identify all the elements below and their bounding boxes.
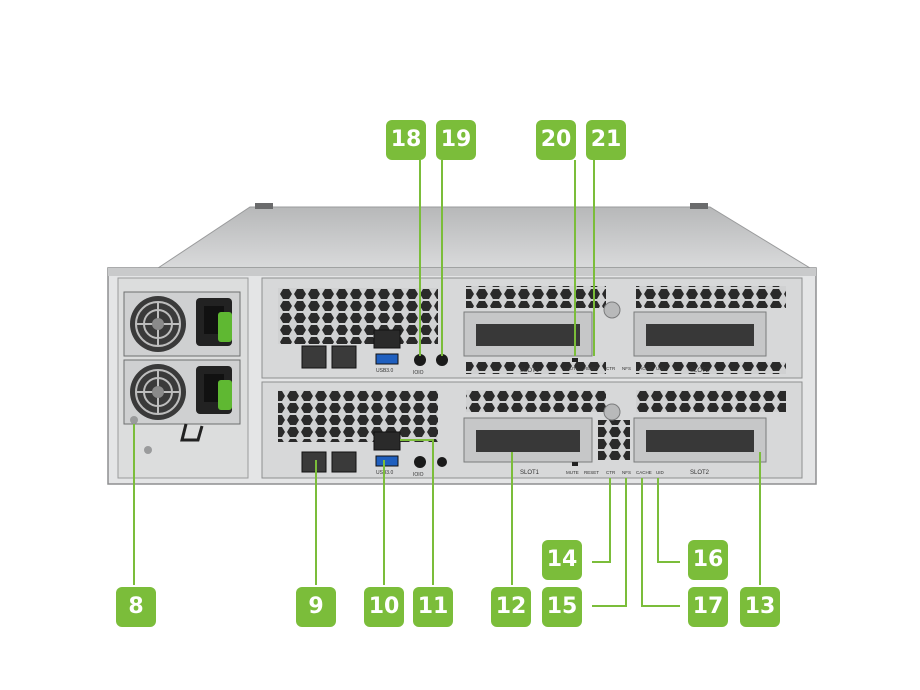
power-inlet-icon [196,298,232,346]
slot1-label: SLOT1 [520,368,540,374]
ctr-label: CTR [606,470,616,475]
callout-10: 10 [364,587,404,627]
reset-label: RESET [584,366,599,371]
callout-11: 11 [413,587,453,627]
callout-9: 9 [296,587,336,627]
power-inlet-icon [196,366,232,414]
slot2-label: SLOT2 [690,470,710,476]
usb-port-icon [375,353,399,365]
callout-20: 20 [536,120,576,160]
ioio-label: IOIO [413,472,424,478]
chassis-top [156,206,812,269]
psu-bay [117,277,249,479]
slot2-label: SLOT2 [690,368,710,374]
psu-unit-2 [123,359,241,442]
usb-port-icon [375,455,399,467]
callout-21: 21 [586,120,626,160]
ethernet-port-icon [373,431,401,451]
callout-16: 16 [688,540,728,580]
reset-label: RESET [584,470,599,475]
callout-18: 18 [386,120,426,160]
sfp-port-icon [301,345,327,369]
nfs-label: NFS [622,470,631,475]
fan-icon [130,296,186,352]
sfp-port-icon [301,451,327,473]
callout-19: 19 [436,120,476,160]
callout-14: 14 [542,540,582,580]
cache-label: CACHE [636,366,652,371]
callout-15: 15 [542,587,582,627]
ctr-label: CTR [606,366,616,371]
uid-label: UID [656,470,665,475]
cache-label: CACHE [636,470,652,475]
sfp-port-icon [331,451,357,473]
ioio-label: IOIO [413,370,424,376]
nfs-label: NFS [622,366,631,371]
controller-module-upper: USB3.0 IOIO SLOT1 SLOT2 MUTE RESET CTR N… [261,277,803,379]
ethernet-port-icon [373,329,401,349]
fan-icon [130,364,186,420]
slot1-label: SLOT1 [520,470,540,476]
usb-label: USB3.0 [376,368,393,374]
mute-label: MUTE [566,366,579,371]
callout-8: 8 [116,587,156,627]
callout-13: 13 [740,587,780,627]
mute-label: MUTE [566,470,579,475]
sfp-port-icon [331,345,357,369]
psu-unit-1 [123,291,241,357]
leader-lines [133,160,761,607]
callout-12: 12 [491,587,531,627]
uid-label: UID [656,366,665,371]
callout-17: 17 [688,587,728,627]
controller-module-lower: USB3.0 IOIO SLOT1 SLOT2 MUTE RESET CTR N… [261,381,803,479]
